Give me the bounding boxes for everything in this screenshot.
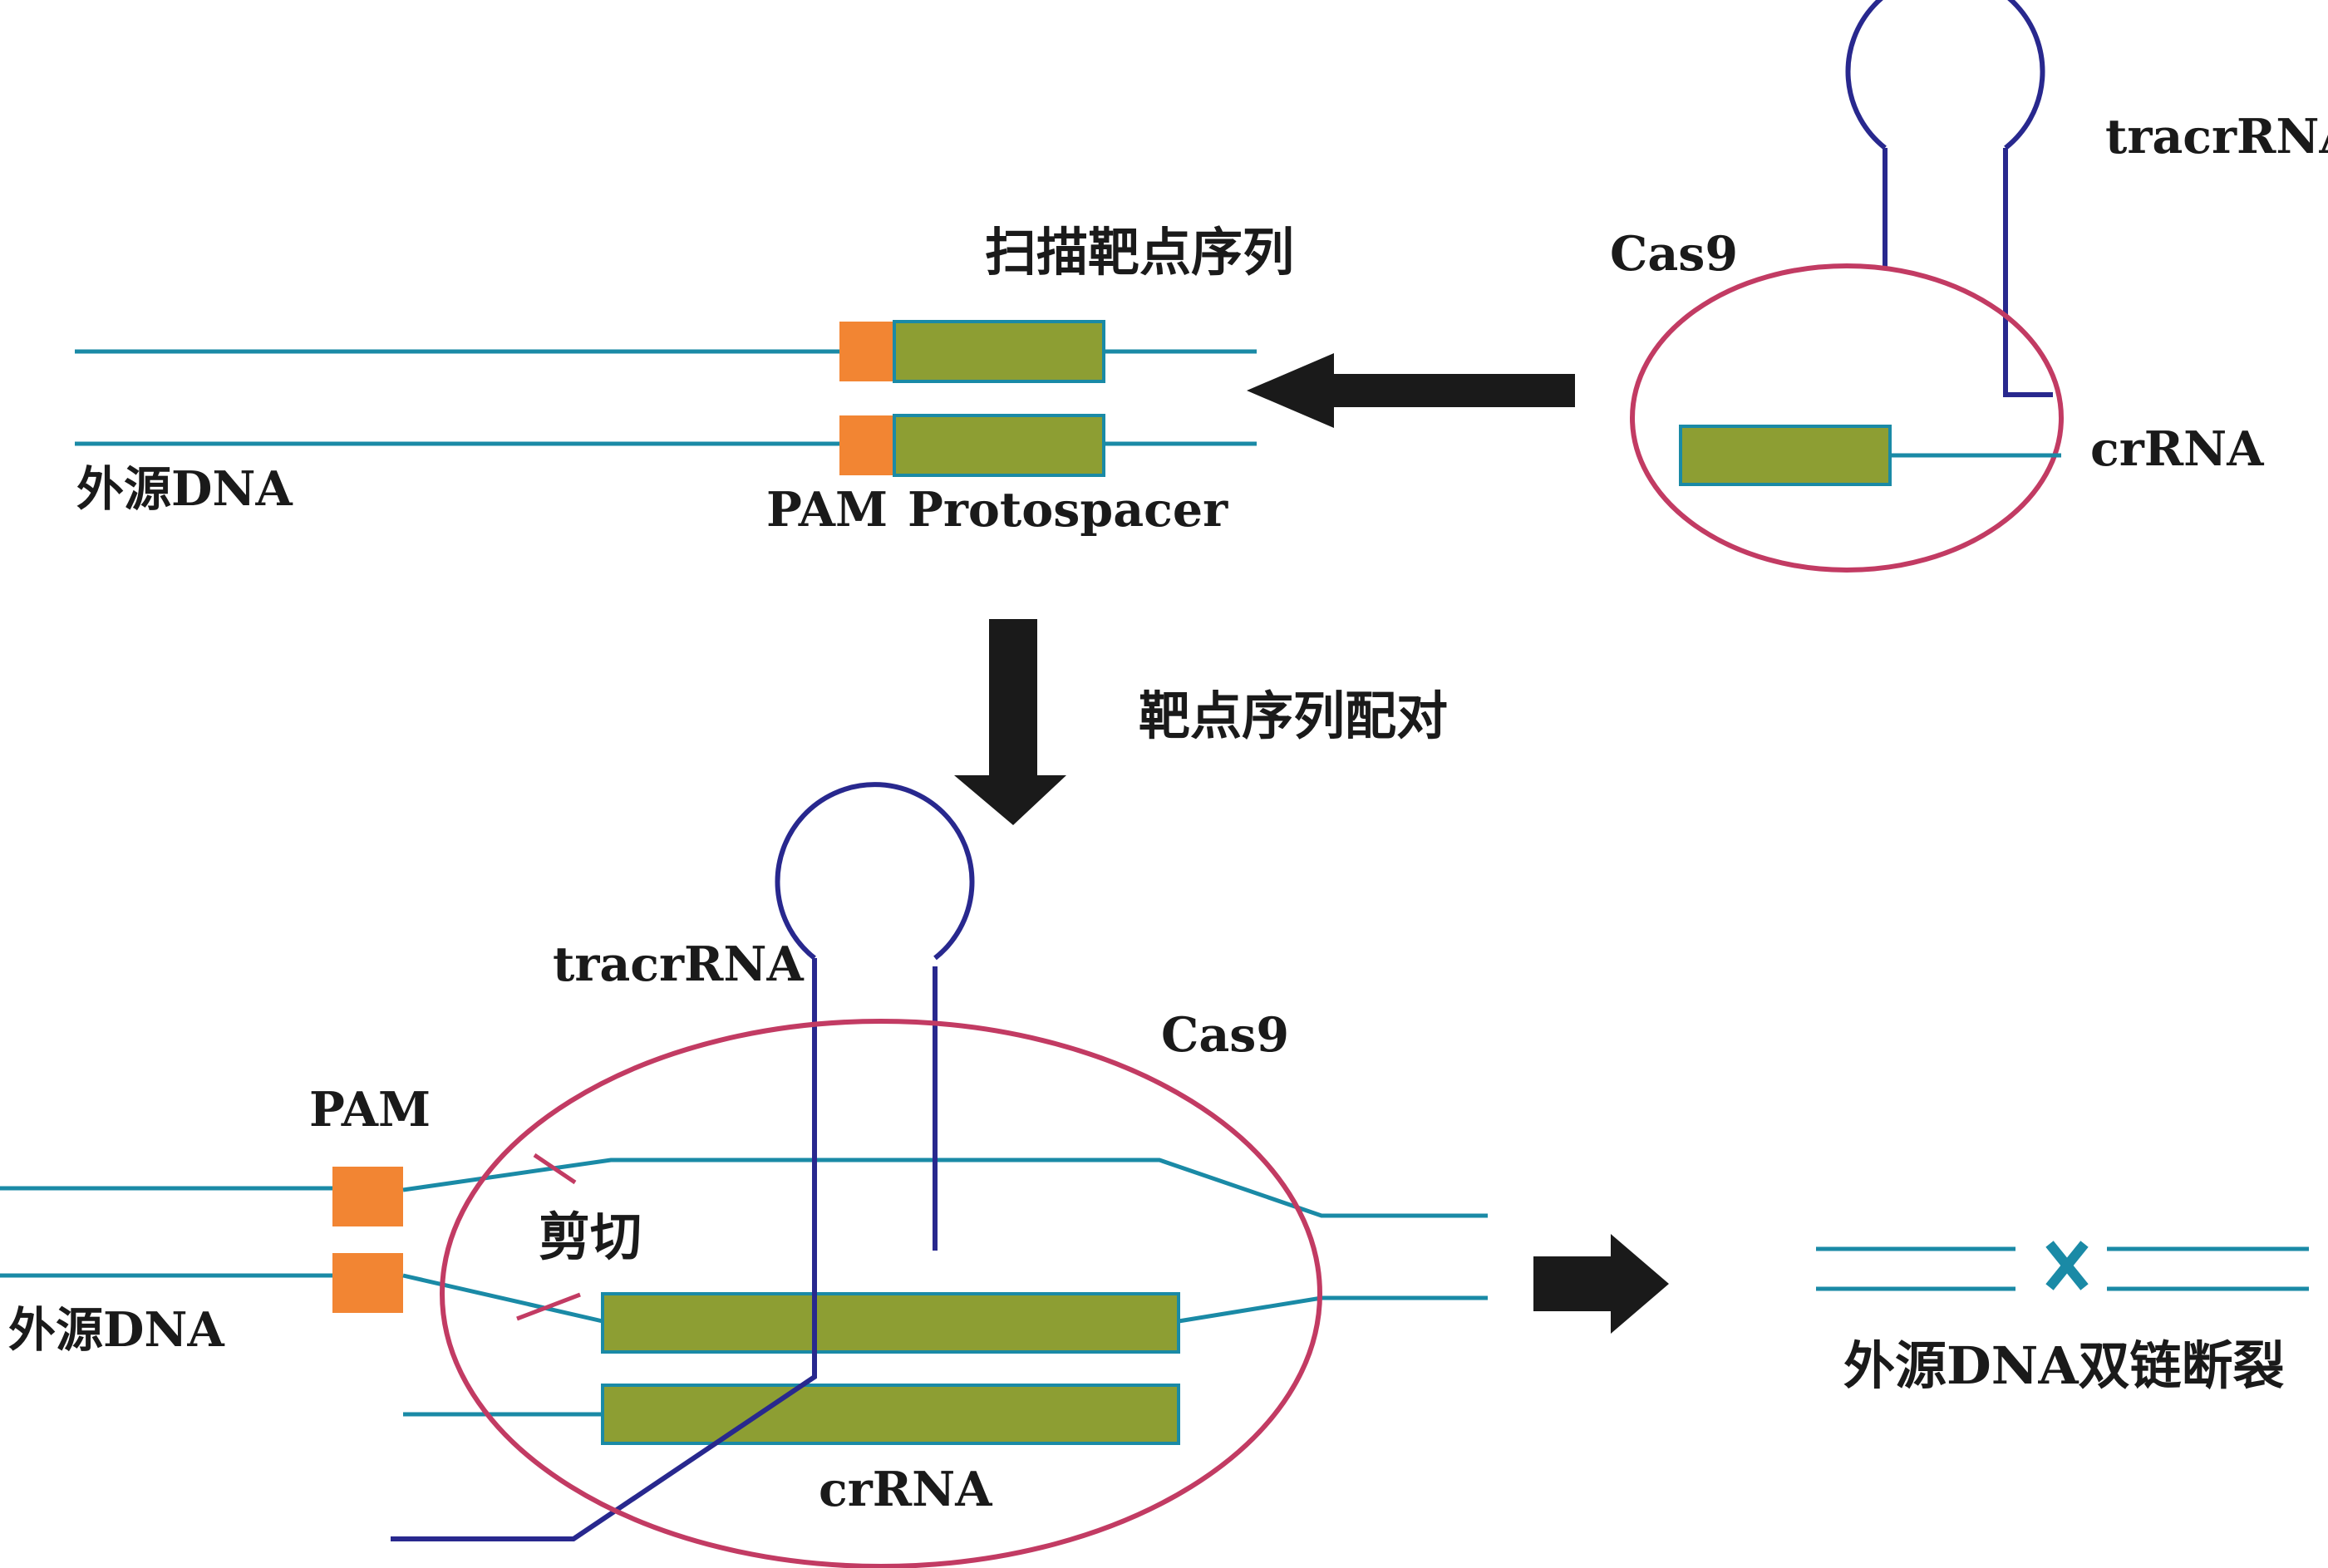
broken-dna — [1816, 1241, 2309, 1291]
bottom-cas9-ellipse — [440, 1019, 1322, 1568]
top-pam-lower — [839, 415, 894, 475]
target-pairing-label: 靶点序列配对 — [1139, 686, 1448, 746]
bottom-tracrrna-loop — [775, 782, 975, 961]
bottom-dna-strand-upper-right — [402, 1158, 1488, 1218]
bottom-crrna-label: crRNA — [819, 1462, 992, 1517]
top-protospacer-label: Protospacer — [908, 482, 1228, 538]
cut-mark-upper — [533, 1153, 577, 1185]
top-cas9-label: Cas9 — [1610, 226, 1738, 282]
dsb-label: 外源DNA双链断裂 — [1843, 1335, 2285, 1396]
left-arrow — [1247, 353, 1575, 428]
cut-label: 剪切 — [539, 1207, 642, 1267]
bottom-pam-label: PAM — [309, 1082, 431, 1138]
break-x-mark-b — [2045, 1241, 2089, 1290]
top-tracrrna-right-stem — [2003, 148, 2053, 397]
top-dna-group — [75, 320, 1257, 477]
bottom-cas9-label: Cas9 — [1161, 1007, 1289, 1063]
bottom-protospacer — [601, 1292, 1180, 1354]
bottom-dna-strand-lower-mid — [402, 1273, 603, 1324]
top-cas9-complex — [1630, 0, 2064, 573]
top-protospacer-lower — [893, 414, 1105, 477]
cut-mark-lower — [516, 1292, 581, 1321]
bottom-pam-lower — [332, 1253, 403, 1313]
down-arrow — [954, 619, 1066, 825]
bottom-crrna-spacer — [601, 1384, 1180, 1445]
top-crrna-spacer — [1679, 425, 1892, 486]
bottom-dna-strand-lower-right — [1178, 1295, 1488, 1324]
top-protospacer-upper — [893, 320, 1105, 383]
right-arrow — [1533, 1234, 1669, 1334]
bottom-complex — [0, 782, 1488, 1568]
bottom-tracrrna-label: tracrRNA — [553, 936, 805, 992]
bottom-dna-label: 外源DNA — [8, 1302, 225, 1358]
bottom-tracrrna-left-stem — [391, 958, 817, 1541]
top-crrna-label: crRNA — [2090, 421, 2264, 477]
top-tracrrna-loop — [1845, 0, 2045, 150]
top-dna-label: 外源DNA — [76, 461, 293, 517]
top-pam-label: PAM — [766, 482, 888, 538]
top-pam-upper — [839, 322, 894, 381]
bottom-pam-upper — [332, 1167, 403, 1226]
top-tracrrna-label: tracrRNA — [2105, 109, 2328, 165]
scan-target-label: 扫描靶点序列 — [985, 222, 1294, 283]
top-cas9-ellipse — [1630, 263, 2064, 573]
